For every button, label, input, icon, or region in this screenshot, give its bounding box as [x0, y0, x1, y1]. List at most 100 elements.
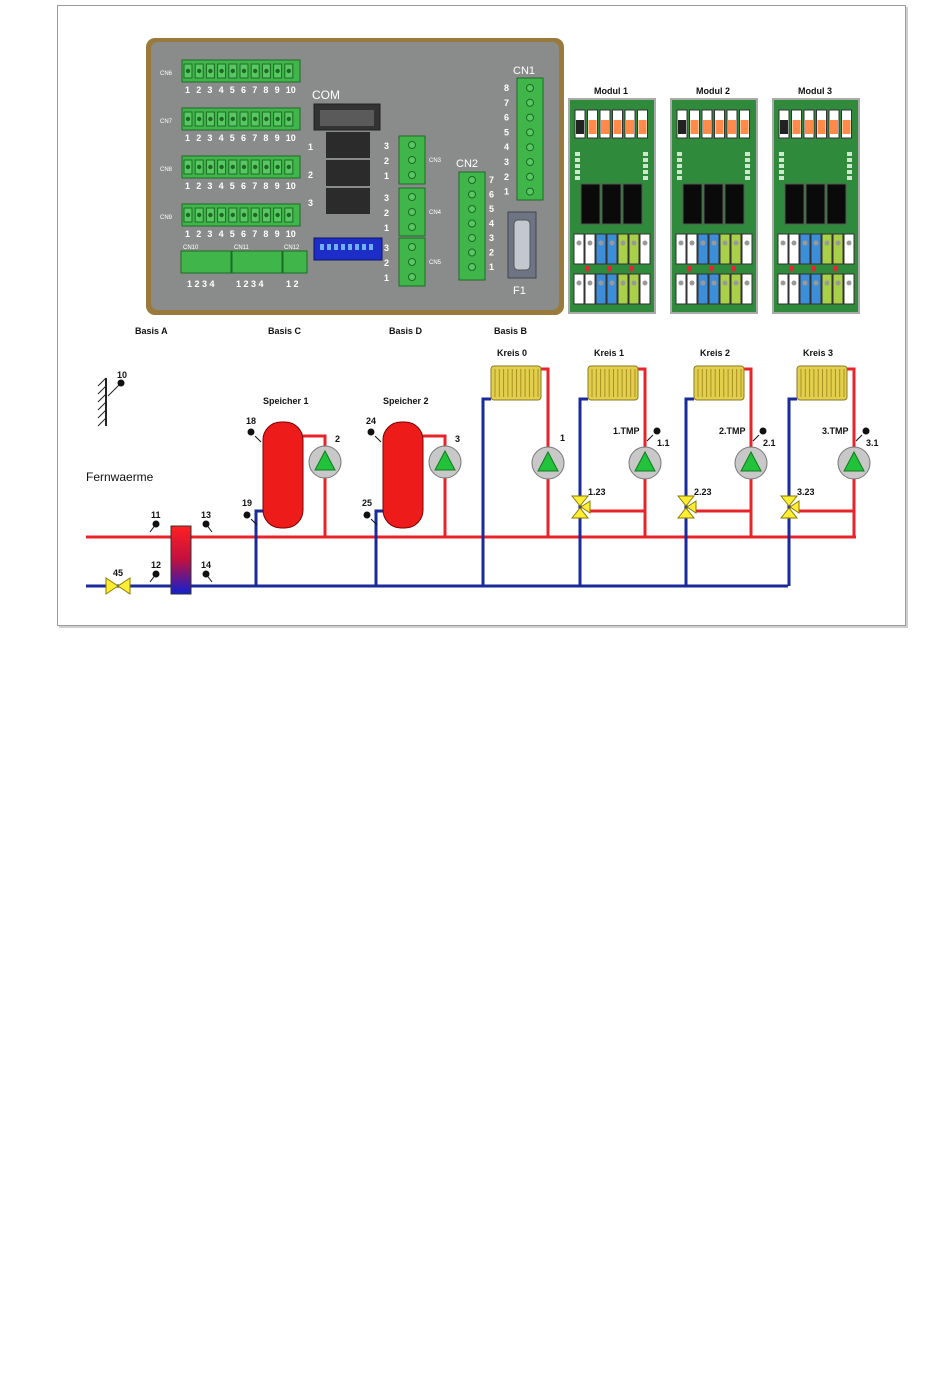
cn2-pin-number: 4 — [489, 219, 494, 229]
module-terminal — [799, 273, 811, 305]
pin-number: 1 — [185, 229, 190, 239]
connector-screw — [253, 68, 258, 74]
pin-number: 7 — [252, 181, 257, 191]
connector-label-cn5: CN5 — [429, 260, 442, 266]
pin-number: 3 — [207, 85, 212, 95]
module-terminal-color — [817, 120, 826, 134]
module-terminal-color — [830, 120, 838, 134]
pin-number: 2 — [196, 133, 201, 143]
kreis-return-pipe — [787, 397, 797, 586]
main-valve: 45 — [105, 568, 131, 595]
connector-screw — [408, 258, 416, 266]
pin-number: 5 — [230, 85, 235, 95]
module-terminal-color — [678, 120, 686, 134]
sensor — [243, 511, 251, 519]
tmp-sensor-lead — [855, 434, 863, 442]
module-terminal — [697, 273, 709, 305]
cn2-screw — [468, 219, 476, 228]
cn2-screw — [468, 263, 476, 271]
pin-number: 5 — [230, 133, 235, 143]
cn1-screw — [526, 187, 534, 196]
pin-number: 4 — [219, 85, 224, 95]
connector-screw — [408, 141, 416, 149]
pin-number: 8 — [263, 85, 268, 95]
cn1-pin-number: 5 — [504, 127, 509, 137]
sensor-number: 19 — [242, 498, 252, 508]
pin-number: 6 — [241, 229, 246, 239]
relay — [580, 183, 601, 225]
module-terminal — [617, 273, 629, 305]
cn2-pin-number: 6 — [489, 190, 494, 200]
module-terminal — [639, 233, 651, 265]
pin-number: 8 — [263, 181, 268, 191]
com-port: COM 1 2 3 — [308, 88, 381, 214]
cn1-screw — [526, 172, 534, 181]
sensor-lead — [250, 518, 258, 526]
module-led — [779, 170, 784, 174]
kreis-return-pipe — [684, 397, 694, 586]
mixing-valve — [779, 495, 799, 507]
kreis-supply-pipe — [541, 367, 550, 537]
pin-number: 7 — [252, 229, 257, 239]
connector-label-cn7: CN7 — [160, 119, 173, 125]
pin-number: 2 — [384, 208, 389, 218]
connector-screw — [197, 116, 202, 122]
module-terminal-color — [690, 120, 699, 134]
module-terminal — [628, 273, 640, 305]
module-led — [677, 170, 682, 174]
module-terminal-color — [601, 120, 609, 134]
connector-screw — [185, 164, 191, 170]
module-screw — [598, 280, 604, 286]
pin-number: 3 — [384, 141, 389, 151]
module-screw — [609, 280, 615, 286]
cn12-pins: 1 2 — [286, 279, 299, 289]
connector-screw — [286, 212, 291, 218]
cn11-pins: 1 2 3 4 — [236, 279, 264, 289]
cn2-pin-number: 7 — [489, 175, 494, 185]
module-fuse — [811, 266, 816, 271]
module-terminal — [686, 233, 698, 265]
cn1-screw — [526, 84, 534, 92]
cn2-screw — [468, 176, 476, 184]
cn1-screw — [526, 113, 534, 122]
module-led — [847, 176, 852, 180]
connector-screw — [230, 212, 235, 218]
kreis-supply-pipe — [797, 367, 856, 513]
com-slot-3: 3 — [308, 198, 313, 208]
pin-number: 4 — [219, 133, 224, 143]
relay — [703, 183, 724, 225]
tank-name: Speicher 2 — [383, 396, 429, 406]
pin-number: 3 — [207, 229, 212, 239]
module-led — [643, 176, 648, 180]
pin-number: 2 — [196, 85, 201, 95]
pin-number: 1 — [384, 273, 389, 283]
connector-screw — [264, 68, 269, 74]
kreis-supply-pipe — [588, 367, 647, 513]
pin-number: 1 — [185, 85, 190, 95]
cn1-screw — [526, 158, 534, 166]
pump-arrow — [740, 450, 762, 472]
cn2-screw — [468, 248, 476, 257]
kreis-name: Kreis 3 — [803, 348, 833, 358]
connector-screw — [241, 212, 247, 218]
connector-screw — [219, 68, 224, 74]
sensor-lead — [374, 435, 382, 443]
fuse-label: F1 — [513, 285, 526, 297]
module-terminal-color — [588, 120, 597, 134]
module-led — [779, 176, 784, 180]
module-terminal — [810, 233, 822, 265]
module-led — [779, 152, 784, 156]
cn2-label: CN2 — [456, 158, 478, 170]
connector-screw — [230, 116, 235, 122]
pin-number: 8 — [263, 229, 268, 239]
module-led — [575, 176, 580, 180]
cn1-screw — [526, 128, 534, 137]
module-terminal — [584, 273, 596, 305]
kreis-name: Kreis 0 — [497, 348, 527, 358]
pin-number: 10 — [286, 85, 296, 95]
sensor-number: 14 — [201, 560, 211, 570]
sensor-number: 18 — [246, 416, 256, 426]
